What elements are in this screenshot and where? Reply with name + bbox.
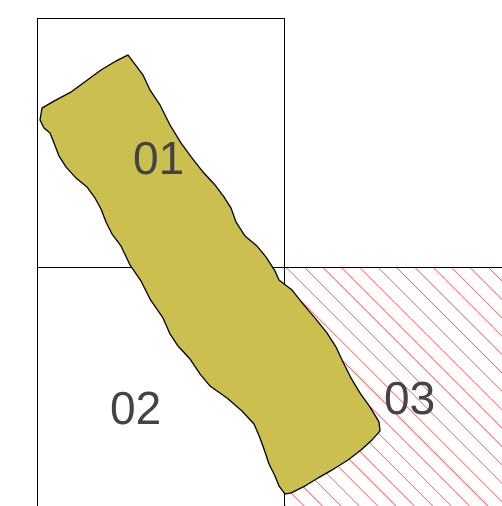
tile-02-label: 02 xyxy=(110,382,161,434)
tile-01-label: 01 xyxy=(133,132,184,184)
region-shape xyxy=(39,54,381,495)
tile-03-label: 03 xyxy=(384,372,435,424)
